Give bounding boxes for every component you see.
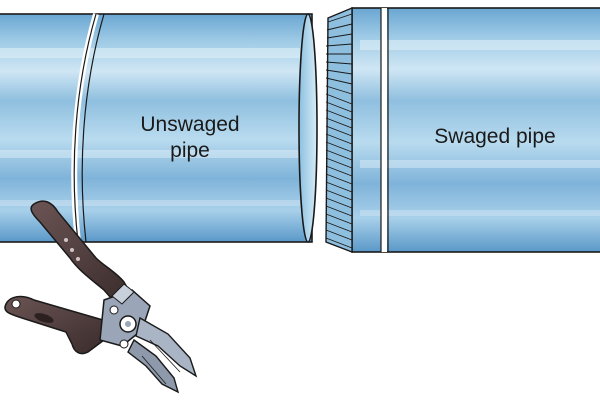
unswaged-pipe-label-line1: Unswaged [140, 113, 240, 136]
crimp-ridges [325, 13, 353, 249]
unswaged-pipe-label: Unswaged pipe [115, 112, 265, 164]
unswaged-pipe-label-line2: pipe [170, 139, 210, 162]
crimping-tool-icon [4, 200, 198, 394]
swaged-pipe-label: Swaged pipe [434, 125, 556, 148]
swaged-pipe [325, 6, 600, 254]
